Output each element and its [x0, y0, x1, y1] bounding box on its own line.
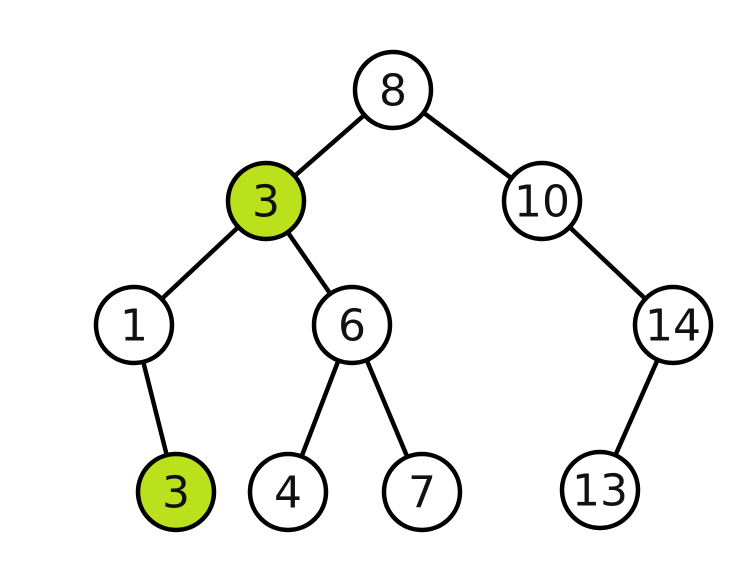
tree-node[interactable]: 1	[93, 284, 175, 366]
tree-edge	[612, 356, 661, 459]
node-circle[interactable]	[247, 451, 329, 533]
tree-node[interactable]: 6	[311, 284, 393, 366]
tree-edge	[140, 358, 170, 459]
node-circle[interactable]	[93, 284, 175, 366]
node-circle[interactable]	[352, 49, 434, 131]
edges-layer	[140, 109, 661, 461]
node-circle[interactable]	[501, 160, 583, 242]
tree-edge	[298, 357, 342, 460]
tree-node[interactable]: 4	[247, 451, 329, 533]
tree-edge	[566, 224, 649, 302]
tree-edge	[284, 229, 334, 297]
tree-edge	[291, 112, 368, 179]
tree-node[interactable]: 8	[352, 49, 434, 131]
tree-edge	[420, 109, 515, 182]
node-circle[interactable]	[559, 449, 641, 531]
tree-node[interactable]: 14	[632, 284, 714, 366]
tree-node[interactable]: 7	[381, 451, 463, 533]
tree-edge	[364, 356, 410, 461]
tree-node-highlighted[interactable]: 3	[225, 160, 307, 242]
node-circle[interactable]	[381, 451, 463, 533]
node-circle[interactable]	[632, 284, 714, 366]
tree-node[interactable]: 13	[559, 449, 641, 531]
node-circle[interactable]	[135, 451, 217, 533]
tree-node-highlighted[interactable]: 3	[135, 451, 217, 533]
tree-node[interactable]: 10	[501, 160, 583, 242]
node-circle[interactable]	[311, 284, 393, 366]
node-circle[interactable]	[225, 160, 307, 242]
tree-edge	[158, 224, 242, 302]
